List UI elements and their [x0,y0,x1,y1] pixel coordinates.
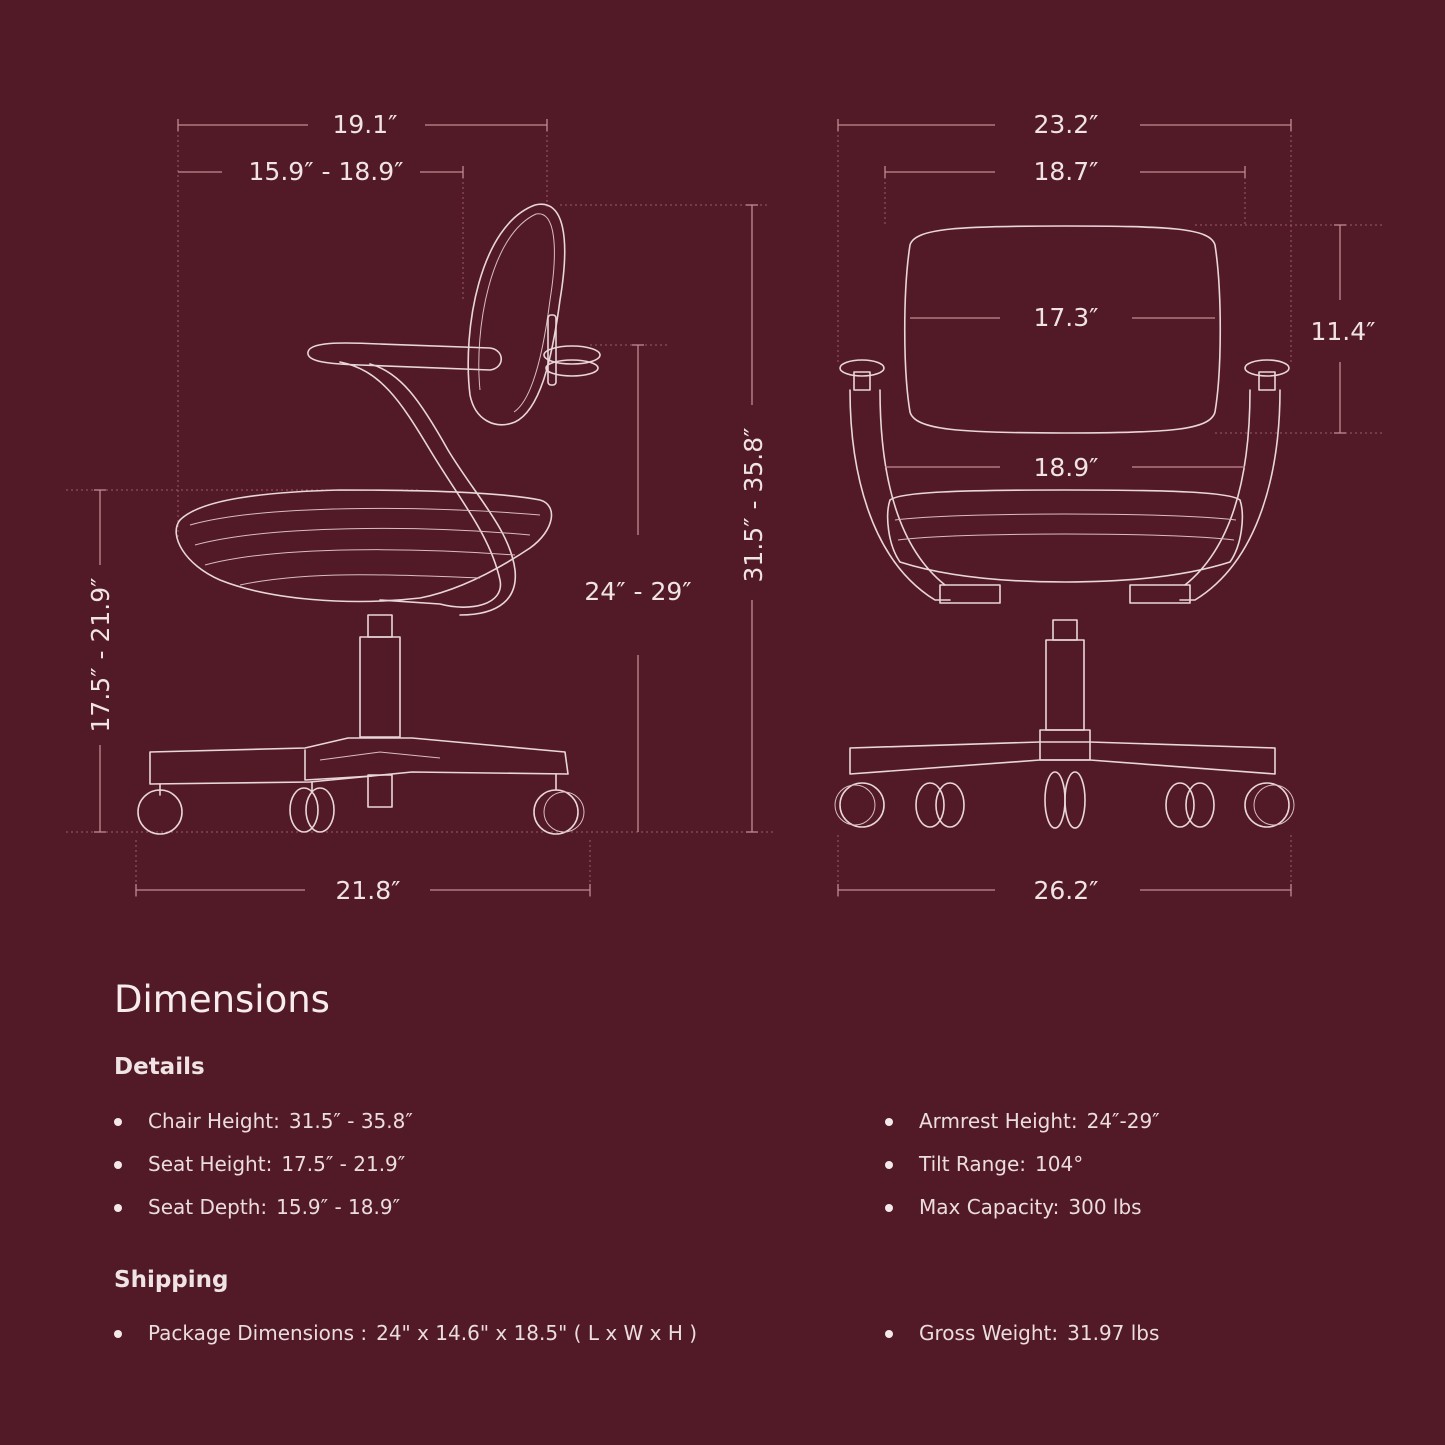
spec-seat-depth: Seat Depth: 15.9″ - 18.9″ [114,1195,401,1219]
front-chair-outline [834,225,1295,829]
dimensions-title: Dimensions [114,978,330,1021]
side-base-width-dimension: 21.8″ [135,876,591,905]
bullet-icon [885,1161,893,1169]
spec-label: Armrest Height: [919,1109,1078,1133]
details-heading: Details [114,1054,205,1080]
front-top-width-label: 23.2″ [1033,110,1098,139]
spec-value: 300 lbs [1068,1195,1142,1219]
bullet-icon [114,1204,122,1212]
front-backrest-height-dimension: 11.4″ [1310,224,1376,434]
side-chair-outline [137,203,601,835]
spec-value: 31.5″ - 35.8″ [288,1109,413,1133]
spec-label: Gross Weight: [919,1321,1059,1345]
side-top-width-label: 19.1″ [332,110,397,139]
bullet-icon [114,1161,122,1169]
spec-label: Chair Height: [148,1109,280,1133]
side-armrest-height-dimension: 24″ - 29″ [584,344,692,832]
bullet-icon [885,1330,893,1338]
front-seat-width-label: 18.9″ [1033,453,1098,482]
front-backrest-height-label: 11.4″ [1310,317,1375,346]
spec-package-dimensions: Package Dimensions : 24" x 14.6" x 18.5" … [114,1321,698,1345]
spec-label: Seat Depth: [148,1195,268,1219]
spec-value: 24" x 14.6" x 18.5" ( L x W x H ) [376,1321,698,1345]
bullet-icon [114,1118,122,1126]
spec-max-capacity: Max Capacity: 300 lbs [885,1195,1142,1219]
side-view: 19.1″ 15.9″ - 18.9″ 17.5″ - 21.9″ 24″ - … [66,110,775,905]
front-inner-width-label: 18.7″ [1033,157,1098,186]
spec-armrest-height: Armrest Height: 24″-29″ [885,1109,1160,1133]
front-backrest-width-label: 17.3″ [1033,303,1098,332]
spec-label: Seat Height: [148,1152,273,1176]
side-seat-height-dimension: 17.5″ - 21.9″ [86,489,115,833]
shipping-heading: Shipping [114,1267,229,1293]
spec-seat-height: Seat Height: 17.5″ - 21.9″ [114,1152,406,1176]
front-base-width-dimension: 26.2″ [837,876,1292,905]
spec-value: 17.5″ - 21.9″ [281,1152,406,1176]
side-chair-height-label: 31.5″ - 35.8″ [739,428,768,583]
spec-tilt-range: Tilt Range: 104° [885,1152,1084,1176]
front-view: 23.2″ 18.7″ 11.4″ [834,110,1385,905]
spec-gross-weight: Gross Weight: 31.97 lbs [885,1321,1160,1345]
spec-label: Package Dimensions : [148,1321,368,1345]
bullet-icon [885,1204,893,1212]
side-base-width-label: 21.8″ [335,876,400,905]
spec-value: 15.9″ - 18.9″ [276,1195,401,1219]
front-backrest-width-dimension: 17.3″ [910,303,1215,332]
spec-label: Tilt Range: [919,1152,1027,1176]
chair-dimension-drawing: 19.1″ 15.9″ - 18.9″ 17.5″ - 21.9″ 24″ - … [66,110,1385,905]
side-chair-height-dimension: 31.5″ - 35.8″ [739,204,768,833]
spec-value: 24″-29″ [1086,1109,1160,1133]
side-seat-depth-dimension: 15.9″ - 18.9″ [178,157,464,186]
front-base-width-label: 26.2″ [1033,876,1098,905]
front-seat-width-dimension: 18.9″ [885,453,1245,482]
front-inner-width-dimension: 18.7″ [884,157,1246,186]
front-top-width-dimension: 23.2″ [837,110,1292,139]
side-seat-depth-label: 15.9″ - 18.9″ [249,157,404,186]
spec-label: Max Capacity: [919,1195,1060,1219]
side-seat-height-label: 17.5″ - 21.9″ [86,578,115,733]
side-armrest-height-label: 24″ - 29″ [584,577,691,606]
spec-chair-height: Chair Height: 31.5″ - 35.8″ [114,1109,413,1133]
spec-value: 104° [1035,1152,1084,1176]
bullet-icon [114,1330,122,1338]
spec-value: 31.97 lbs [1067,1321,1160,1345]
bullet-icon [885,1118,893,1126]
side-top-width-dimension: 19.1″ [177,110,548,139]
